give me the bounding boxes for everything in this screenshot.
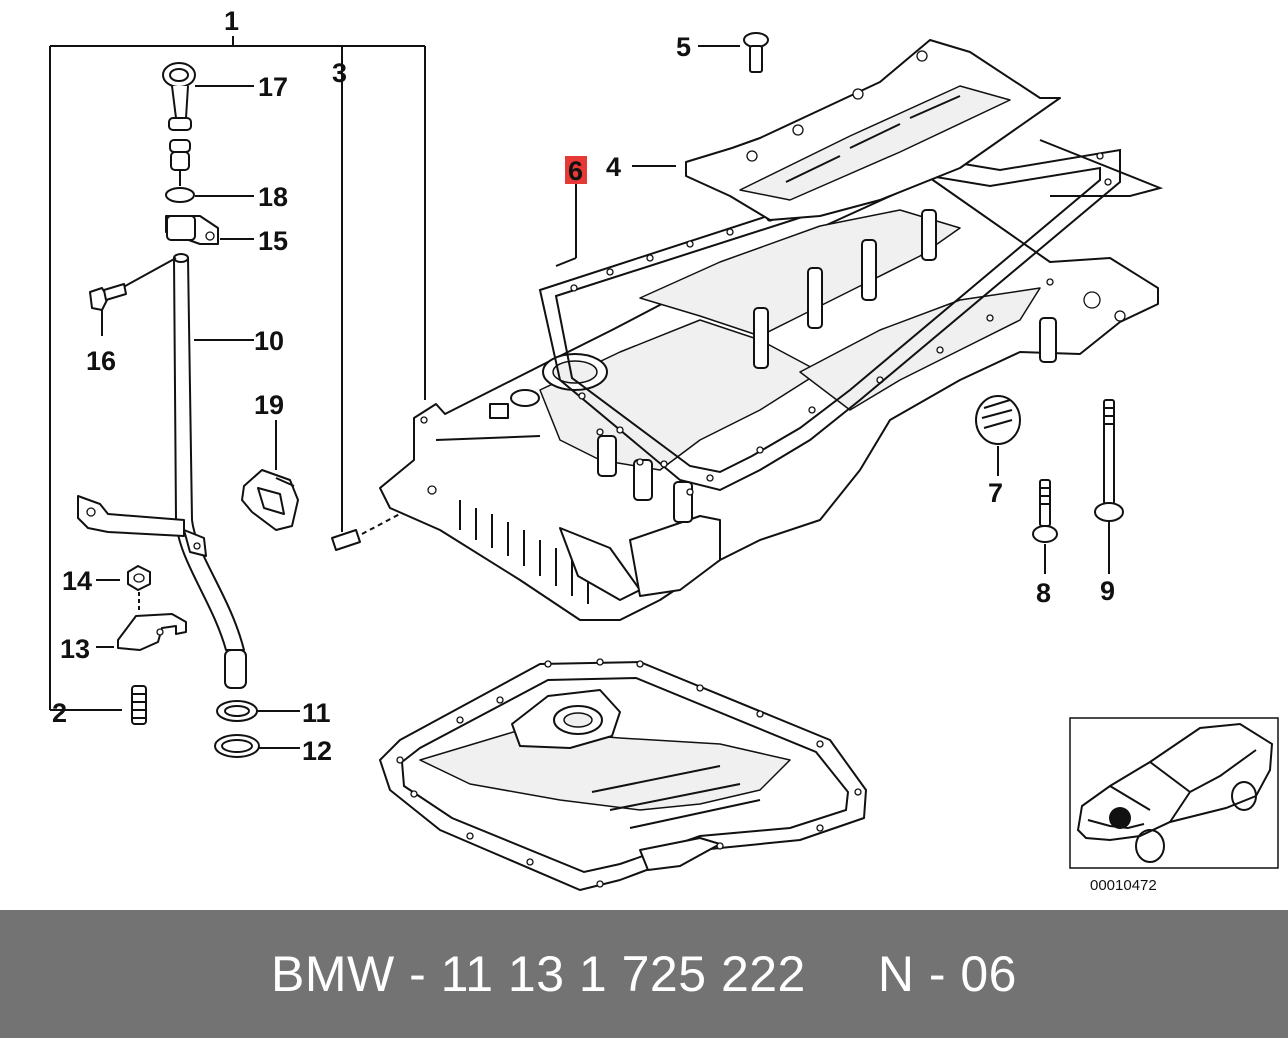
group-bracket-lines: [49, 36, 426, 711]
callout-5: 5: [676, 32, 691, 62]
callout-18: 18: [258, 182, 288, 212]
callout-9: 9: [1100, 576, 1115, 606]
callout-19: 19: [254, 390, 284, 420]
callout-17: 17: [258, 72, 288, 102]
callout-12: 12: [302, 736, 332, 766]
callout-15: 15: [258, 226, 288, 256]
vehicle-inset: 00010472: [1069, 717, 1279, 894]
gasket-6: [538, 148, 1121, 492]
callout-6-highlight: [565, 156, 587, 184]
parts-diagram: 00010472 1 2 3 4 5 6 7 8 9 10 11 12 13 1…: [49, 6, 1279, 894]
bolt-8: [1032, 479, 1058, 543]
callout-labels: 1 2 3 4 5 6 7 8 9 10 11 12 13 14 15 16 1…: [52, 6, 1115, 766]
dipstick-assembly: [77, 62, 247, 689]
dipstick-leaders: [96, 85, 300, 749]
footer-banner: BMW - 11 13 1 725 222 N - 06: [0, 910, 1288, 1038]
baffle-holes: [746, 50, 928, 162]
callout-6: 6: [568, 156, 583, 186]
callout-7: 7: [988, 478, 1003, 508]
bolt-16: [89, 283, 127, 311]
callout-11: 11: [302, 698, 331, 728]
inset-code: 00010472: [1090, 877, 1157, 894]
upper-oil-pan: [379, 177, 1159, 621]
callout-13: 13: [60, 634, 90, 664]
seal-rings: [214, 700, 260, 758]
flange-holes: [420, 278, 1126, 496]
location-marker-icon: [1109, 807, 1131, 829]
bolt-5: [743, 32, 769, 73]
lower-pan-holes: [396, 658, 862, 888]
callout-1: 1: [224, 6, 239, 36]
bolt-9: [1094, 399, 1124, 522]
callout-2: 2: [52, 698, 67, 728]
callout-4: 4: [606, 152, 621, 182]
clip-19: [241, 469, 299, 531]
drain-plug-7: [975, 395, 1021, 445]
callout-16: 16: [86, 346, 116, 376]
callout-14: 14: [62, 566, 92, 596]
callout-10: 10: [254, 326, 284, 356]
lower-oil-pan: [379, 658, 867, 891]
callout-8: 8: [1036, 578, 1051, 608]
pan-pillars: [597, 209, 1057, 523]
callout-3: 3: [332, 58, 347, 88]
part-number-caption: BMW - 11 13 1 725 222 N - 06: [271, 946, 1017, 1002]
small-hardware: [117, 565, 187, 725]
baffle-plate-4: [685, 39, 1164, 221]
right-leaders: [435, 45, 1110, 574]
